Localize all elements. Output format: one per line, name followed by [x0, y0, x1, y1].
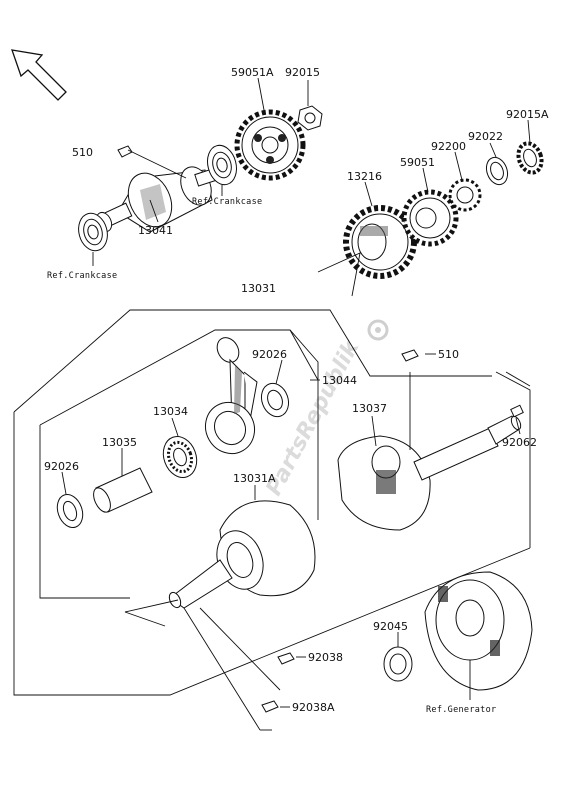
gear-59051: [401, 189, 459, 247]
nut-92015: [297, 105, 323, 131]
label-92015A: 92015A: [506, 108, 549, 121]
gear-59051A: [234, 109, 306, 181]
key-92038: [277, 652, 295, 665]
label-13041: 13041: [138, 224, 173, 237]
ref-generator: Ref.Generator: [426, 705, 496, 715]
gear-stack-bracket: [317, 252, 361, 297]
label-92062: 92062: [502, 436, 537, 449]
label-92045: 92045: [373, 620, 408, 633]
key-510-right: [401, 349, 419, 362]
gear-13216: [343, 205, 417, 279]
key-510-top: [117, 145, 133, 158]
label-13037: 13037: [352, 402, 387, 415]
part-labels: 510 59051A 92015 92015A 92022 92200 5905…: [44, 66, 549, 714]
bearing-right: [207, 144, 237, 186]
key-92038A: [261, 700, 279, 713]
label-510-right: 510: [438, 348, 459, 361]
label-92038: 92038: [308, 651, 343, 664]
label-13031: 13031: [241, 282, 276, 295]
label-92022: 92022: [468, 130, 503, 143]
ref-crankcase-left: Ref.Crankcase: [47, 271, 117, 281]
watermark-gear-icon: [367, 319, 389, 341]
reference-labels: Ref.Crankcase Ref.Crankcase Ref.Generato…: [47, 197, 496, 715]
label-59051: 59051: [400, 156, 435, 169]
label-13044: 13044: [322, 374, 357, 387]
washer-92026-top: [260, 382, 290, 418]
washer-92200: [448, 178, 482, 212]
crank-half-13031A: [124, 500, 316, 627]
label-92200: 92200: [431, 140, 466, 153]
label-92015: 92015: [285, 66, 320, 79]
label-92026-left: 92026: [44, 460, 79, 473]
label-13031A: 13031A: [233, 472, 276, 485]
label-13034: 13034: [153, 405, 188, 418]
label-13035: 13035: [102, 436, 137, 449]
assembly-frame: [13, 309, 531, 696]
label-92038A: 92038A: [292, 701, 335, 714]
washer-92026-left: [56, 494, 84, 528]
nut-92015A: [516, 141, 544, 175]
connecting-rod-13031: [204, 337, 258, 455]
generator-rotor: [424, 571, 533, 691]
crank-half-13037: [337, 415, 522, 531]
label-510-top: 510: [72, 146, 93, 159]
pin-92062: [510, 404, 524, 418]
bearing-left: [78, 212, 108, 252]
label-59051A: 59051A: [231, 66, 274, 79]
ref-crankcase-top: Ref.Crankcase: [192, 197, 262, 207]
washer-92022: [485, 156, 509, 186]
bearing-92045: [383, 646, 413, 682]
label-13216: 13216: [347, 170, 382, 183]
leader-lines: [61, 77, 531, 731]
needle-bearing-13034: [162, 436, 198, 478]
label-92026-top: 92026: [252, 348, 287, 361]
front-direction-arrow-icon: [11, 49, 67, 101]
crank-pin-13035: [93, 467, 153, 513]
